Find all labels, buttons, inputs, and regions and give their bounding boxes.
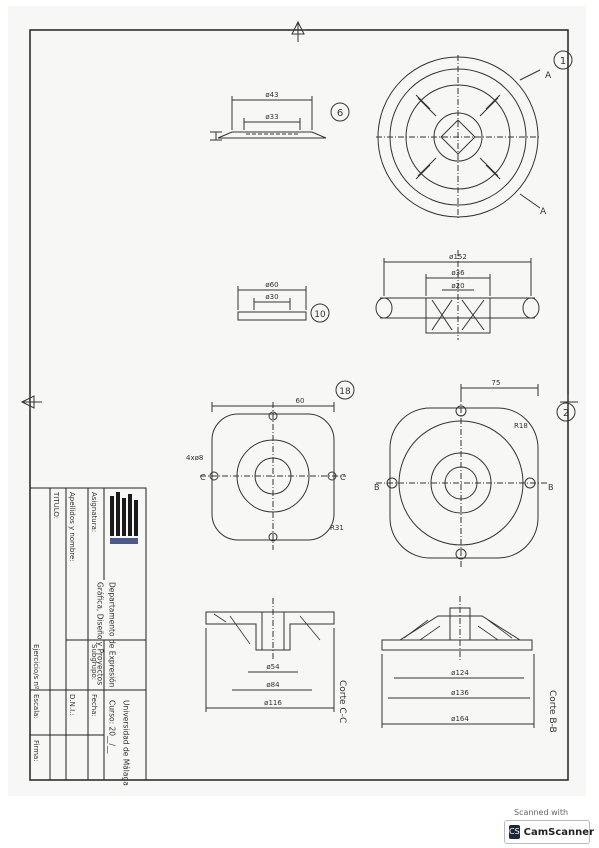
part6-label: 6: [337, 108, 343, 119]
part1-label: 1: [560, 56, 566, 67]
part10-view: [237, 286, 307, 321]
dim-d36: ø36: [451, 269, 465, 277]
camscanner-icon: CS: [509, 825, 520, 839]
part10-balloon: [310, 303, 330, 323]
left-center-mark: [20, 394, 42, 410]
part1-balloon: [553, 50, 573, 70]
scanner-brand: CamScanner: [523, 826, 595, 838]
tb-dept-line2: Gráfica, Diseño y Proyectos: [96, 582, 105, 685]
tb-dept-line1: Departamento de Expresión: [108, 582, 117, 688]
part2-label: 2: [563, 408, 569, 419]
section-c-left: C: [200, 473, 206, 482]
tb-university: Universidad de Málaga: [122, 700, 131, 786]
tb-escala: Escala:: [32, 694, 40, 719]
tb-asignatura: Asignatura:: [90, 492, 98, 532]
right-center-mark: [560, 394, 578, 410]
section-cc-label: Corte C-C: [337, 680, 347, 723]
dim-d116: ø116: [264, 699, 282, 707]
part1-side-view: [375, 250, 540, 340]
tb-course: Curso: 20__/__: [108, 700, 117, 754]
part18-top-view: [200, 402, 346, 550]
part18-balloon: [335, 380, 355, 400]
dim-4xd8: 4xø8: [186, 454, 203, 462]
part6-balloon: [330, 102, 350, 122]
dim-d30: ø30: [265, 293, 278, 301]
section-b-left: B: [374, 483, 380, 492]
dim-d54: ø54: [266, 663, 280, 671]
title-block: [29, 487, 147, 781]
part18-label: 18: [339, 387, 351, 397]
dim-d33: ø33: [265, 113, 278, 121]
part2-top-view: [376, 384, 548, 568]
dim-60: 60: [296, 397, 305, 405]
section-bb-view: [381, 596, 535, 728]
dim-r18: R18: [514, 422, 528, 430]
tb-apellidos: Apellidos y nombre:: [68, 492, 76, 562]
dim-d84: ø84: [266, 681, 280, 689]
dim-d124: ø124: [451, 669, 469, 677]
dim-d152: ø152: [449, 253, 467, 261]
section-c-right: C: [340, 473, 346, 482]
part1-top-view: [376, 55, 541, 220]
university-logo: [110, 492, 138, 544]
part6-view: [210, 96, 327, 141]
scanner-caption: Scanned with: [514, 808, 569, 817]
part10-label: 10: [314, 310, 326, 320]
tb-firma: Firma:: [32, 740, 40, 762]
tb-ejercicio: Ejercicio/s nº:: [32, 644, 40, 692]
tb-titulo: TITULO:: [52, 491, 60, 519]
tb-subgrupo: Subgrupo:: [90, 644, 98, 680]
section-a-top: A: [545, 71, 552, 81]
dim-75: 75: [492, 379, 501, 387]
tb-fecha: Fecha:: [90, 694, 98, 717]
dim-d20: ø20: [451, 282, 464, 290]
top-center-mark: [290, 20, 306, 42]
section-bb-label: Corte B-B: [547, 690, 557, 733]
dim-r31: R31: [330, 524, 344, 532]
section-cc-view: [205, 598, 335, 712]
scanner-logo: CS CamScanner: [504, 820, 594, 844]
dim-d164: ø164: [451, 715, 469, 723]
dim-d136: ø136: [451, 689, 469, 697]
section-a-bottom: A: [540, 207, 547, 217]
section-b-right: B: [548, 483, 554, 492]
dim-d43: ø43: [265, 91, 278, 99]
part2-balloon: [556, 402, 576, 422]
tb-dni: D.N.I.:: [68, 694, 76, 716]
dim-d60: ø60: [265, 281, 278, 289]
camscanner-watermark: Scanned with CS CamScanner: [500, 808, 594, 844]
